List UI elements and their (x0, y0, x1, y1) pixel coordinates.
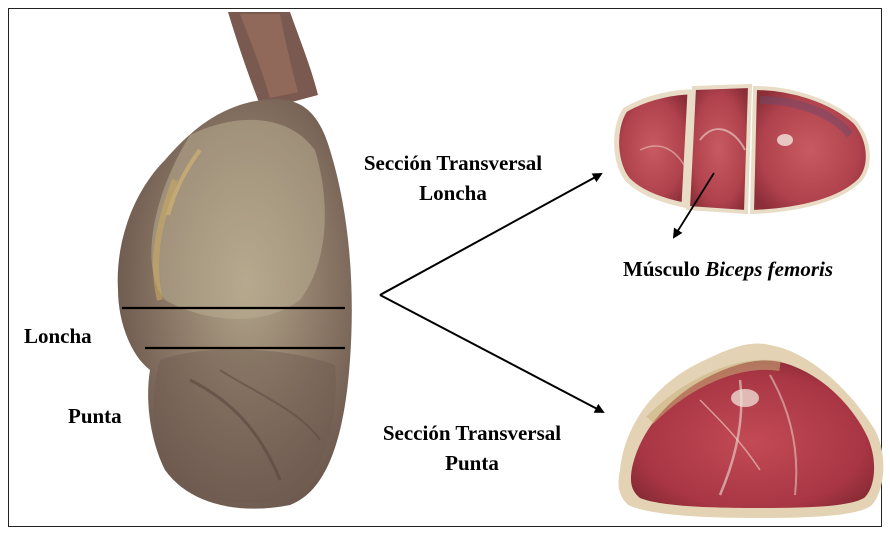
section-loncha-title: Sección Transversal Loncha (348, 150, 558, 206)
loncha-label: Loncha (24, 323, 92, 349)
section-loncha-line2: Loncha (348, 180, 558, 206)
section-punta-line2: Punta (362, 450, 582, 476)
section-punta-title: Sección Transversal Punta (362, 420, 582, 476)
loncha-slice-middle (688, 86, 750, 212)
loncha-slice-left (617, 92, 690, 205)
muscle-label-name: Biceps femoris (705, 257, 833, 281)
muscle-label: Músculo Biceps femoris (598, 256, 858, 282)
section-loncha-line1: Sección Transversal (348, 150, 558, 176)
whole-ham (118, 12, 352, 509)
muscle-label-prefix: Músculo (623, 257, 700, 281)
punta-label: Punta (68, 403, 122, 429)
punta-section-image (619, 343, 884, 518)
section-punta-line1: Sección Transversal (362, 420, 582, 446)
arrow-to-punta-section (380, 295, 603, 412)
loncha-section-image (617, 86, 868, 212)
